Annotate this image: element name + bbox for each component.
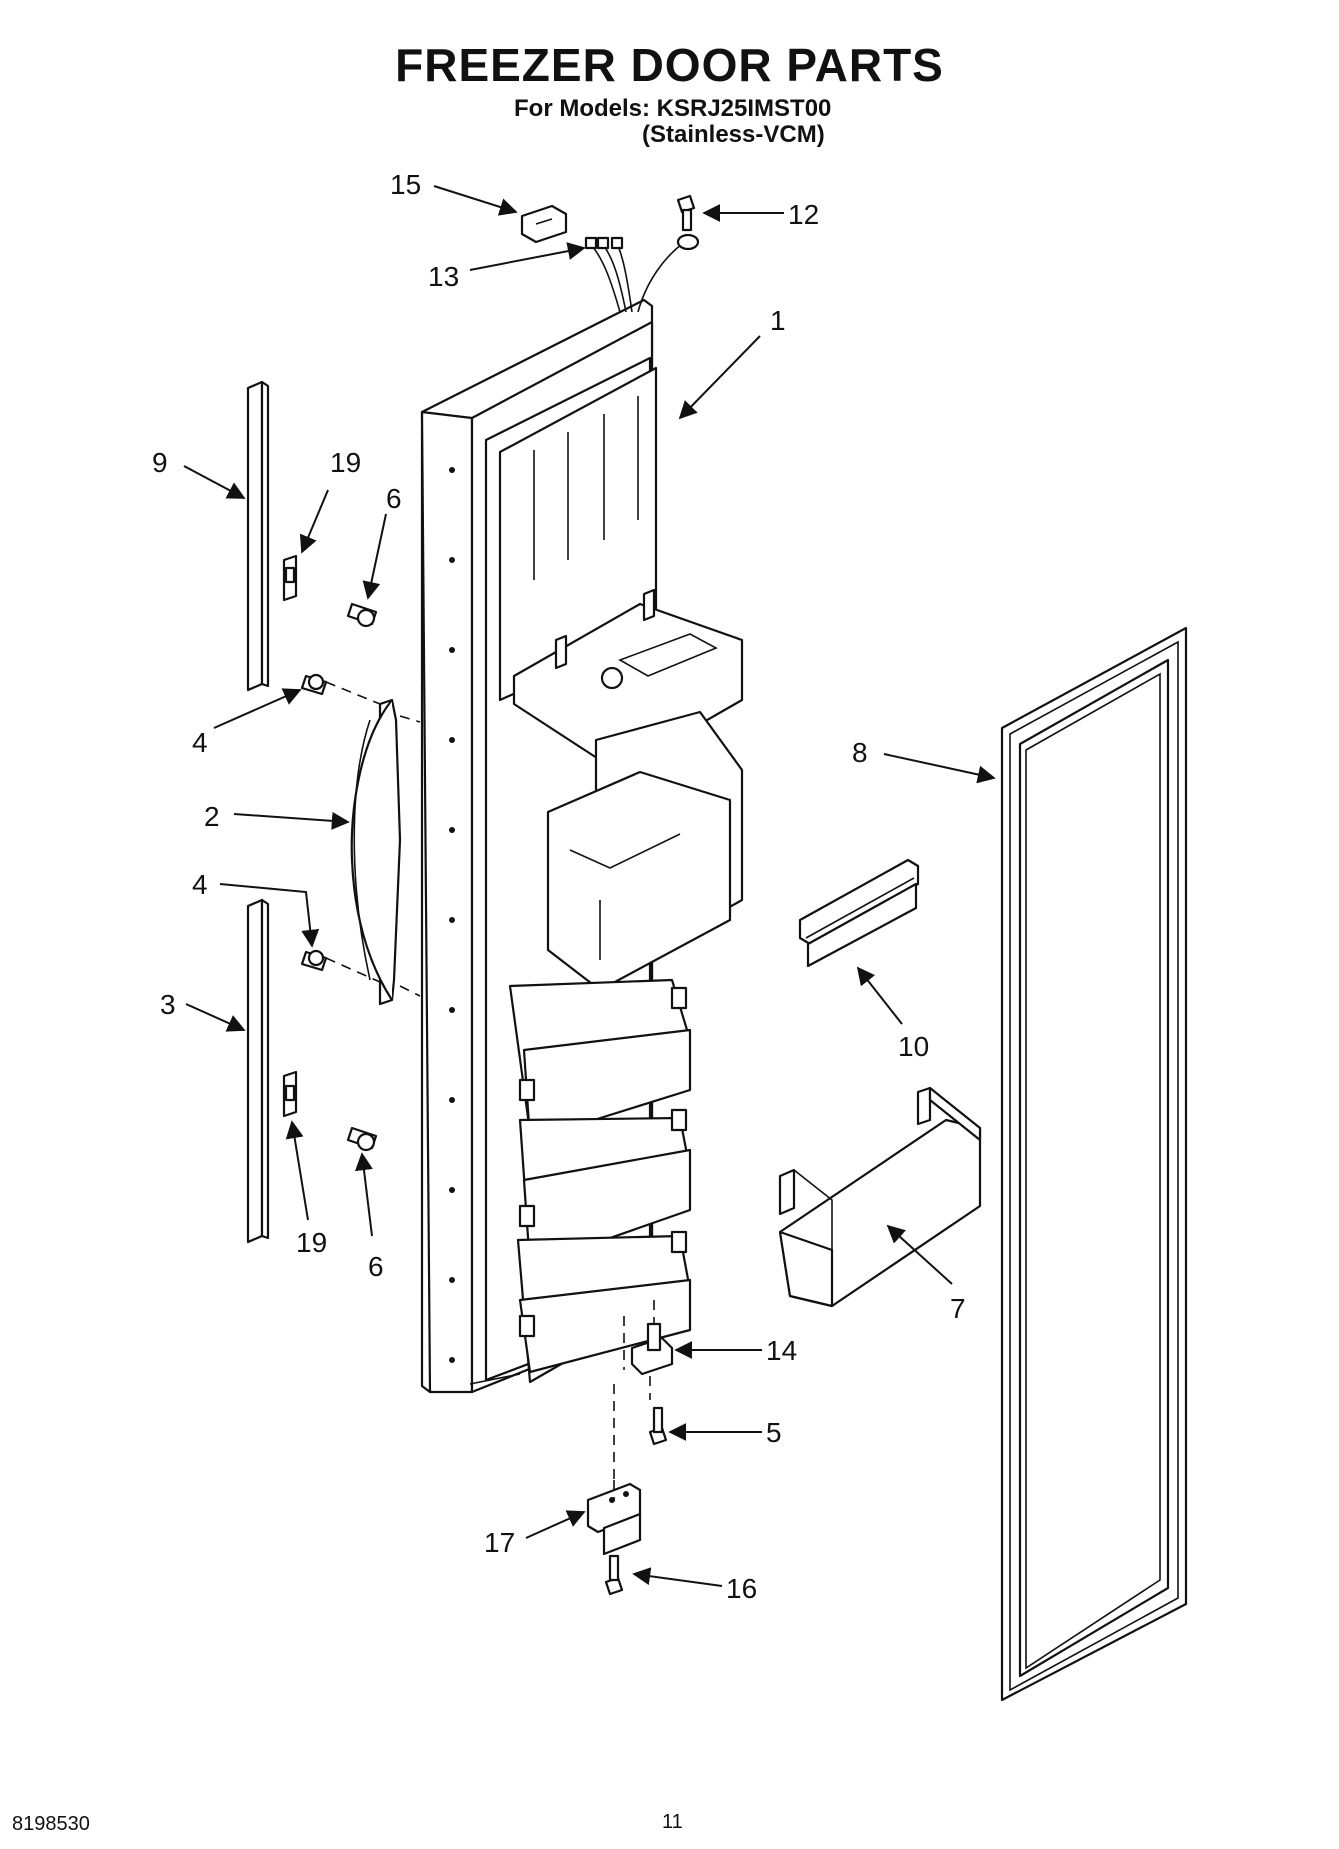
screw-part-6-lower: [346, 1126, 378, 1152]
callout-15: 15: [390, 169, 421, 200]
callout-9: 9: [152, 447, 168, 478]
callout-4-lower: 4: [192, 869, 208, 900]
connector-part-15: [520, 204, 568, 244]
clip-part-19-upper: [282, 554, 298, 602]
bottom-hinge-part-17: [586, 1480, 642, 1556]
screw-part-6-upper: [346, 602, 378, 628]
trim-strip-part-3: [246, 898, 270, 1244]
callout-8: 8: [852, 737, 868, 768]
screw-part-4-upper: [300, 673, 328, 696]
callout-13: 13: [428, 261, 459, 292]
callout-6-lower: 6: [368, 1251, 384, 1282]
page-number: 11: [662, 1811, 683, 1833]
clip-part-19-lower: [282, 1070, 298, 1118]
trim-strip-part-9: [246, 380, 270, 692]
callout-14: 14: [766, 1335, 797, 1366]
callout-5: 5: [766, 1417, 782, 1448]
freezer-door-part-1: [420, 298, 744, 1394]
models-line: For Models: KSRJ25IMST00: [514, 95, 832, 122]
screw-part-4-lower: [300, 681, 381, 983]
variant-line: (Stainless-VCM): [642, 121, 825, 148]
door-bin-part-7: [778, 1086, 982, 1308]
wire-harness-part-13: [584, 233, 700, 313]
door-gasket-part-8: [1000, 626, 1188, 1702]
callout-10: 10: [898, 1031, 929, 1062]
callout-7: 7: [950, 1293, 966, 1324]
shelf-retainer-part-10: [798, 858, 920, 968]
screw-part-12: [676, 194, 696, 232]
hinge-pin-part-14: [623, 1300, 674, 1400]
callout-16: 16: [726, 1573, 757, 1604]
callout-3: 3: [160, 989, 176, 1020]
callout-numbers: 15 12 13 1 9 19 6 4 2 4 3 19 6 8 10 7 14…: [152, 169, 966, 1604]
screw-part-16: [604, 1554, 624, 1596]
callout-19-upper: 19: [330, 447, 361, 478]
callout-4-upper: 4: [192, 727, 208, 758]
door-handle-part-2: [350, 698, 421, 1006]
screw-part-5: [613, 1384, 668, 1480]
callout-6-upper: 6: [386, 483, 402, 514]
callout-2: 2: [204, 801, 220, 832]
callout-12: 12: [788, 199, 819, 230]
callout-17: 17: [484, 1527, 515, 1558]
callout-19-lower: 19: [296, 1227, 327, 1258]
document-number: 8198530: [12, 1813, 90, 1835]
leader-lines: [183, 185, 996, 1587]
door-edge-screw-holes: [449, 467, 455, 1363]
page-title: FREEZER DOOR PARTS: [395, 39, 944, 91]
callout-1: 1: [770, 305, 786, 336]
